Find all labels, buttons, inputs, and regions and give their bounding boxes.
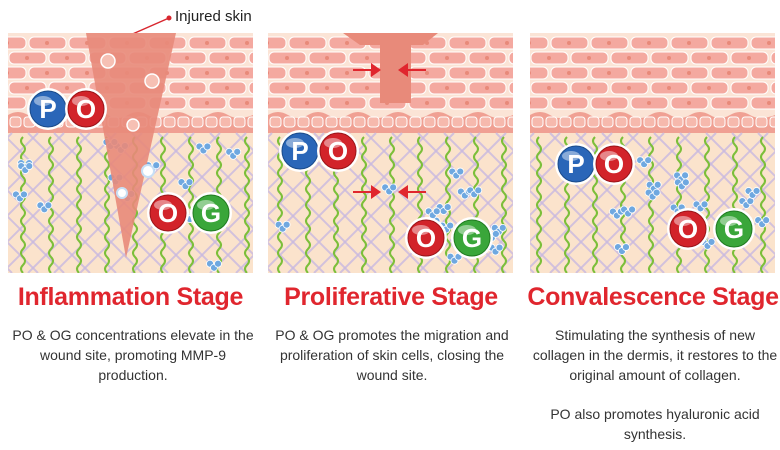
wound-wedge (86, 33, 176, 258)
svg-text:G: G (201, 198, 221, 228)
svg-text:O: O (158, 198, 178, 228)
g-ball: G (451, 217, 493, 259)
o-ball: O (317, 130, 359, 172)
svg-text:G: G (462, 223, 482, 253)
inflammation-panel: P O O G (8, 33, 253, 273)
svg-text:O: O (604, 149, 624, 179)
inflammation-stage-title: Inflammation Stage (17, 283, 244, 311)
convalescence-description: Stimulating the synthesis of new collage… (532, 327, 778, 383)
svg-text:O: O (76, 94, 96, 124)
convalescence-panel: P O O G (530, 33, 775, 273)
o-ball: O (147, 192, 189, 234)
svg-text:P: P (39, 94, 56, 124)
o-ball: O (667, 208, 709, 250)
proliferative-description: PO & OG promotes the migration and proli… (275, 327, 509, 383)
p-ball: P (27, 88, 69, 130)
svg-text:G: G (724, 214, 744, 244)
svg-text:O: O (416, 223, 436, 253)
svg-text:P: P (567, 149, 584, 179)
g-ball: G (713, 208, 755, 250)
inflammation-description: PO & OG concentrations elevate in the wo… (12, 327, 254, 383)
o-ball: O (65, 88, 107, 130)
proliferative-stage-title: Proliferative Stage (284, 283, 498, 311)
proliferative-panel: P O O G (268, 33, 513, 273)
p-ball: P (555, 143, 597, 185)
g-ball: G (190, 192, 232, 234)
svg-text:O: O (678, 214, 698, 244)
convalescence-stage-title: Convalescence Stage (527, 283, 779, 311)
hyaluronic-note: PO also promotes hyaluronic acid synthes… (550, 406, 760, 442)
svg-text:P: P (291, 136, 308, 166)
o-ball: O (593, 143, 635, 185)
svg-text:O: O (328, 136, 348, 166)
p-ball: P (279, 130, 321, 172)
injured-skin-label: Injured skin (175, 8, 252, 25)
closing-wound (343, 33, 438, 103)
o-ball: O (405, 217, 447, 259)
damage-burst (100, 53, 160, 199)
closing-arrows (353, 63, 426, 199)
